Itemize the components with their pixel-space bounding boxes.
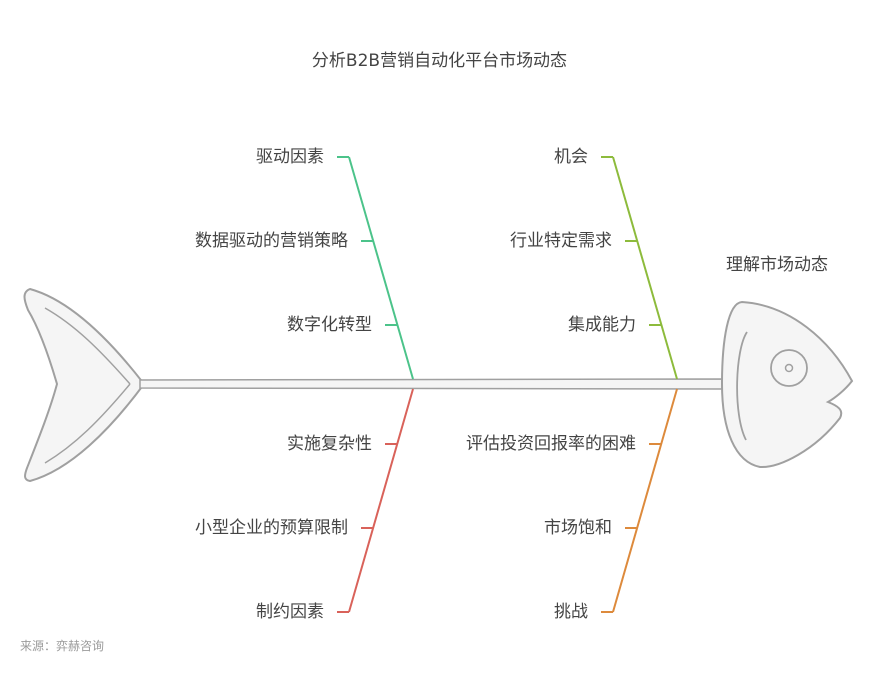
challenges-label: 挑战 (554, 602, 588, 622)
diagram-title: 分析B2B营销自动化平台市场动态 (311, 51, 568, 71)
drivers-item-1: 数据驱动的营销策略 (195, 231, 348, 251)
constraints-item-2: 小型企业的预算限制 (195, 518, 348, 538)
opportunities-item-1: 行业特定需求 (510, 231, 612, 251)
constraints-label: 制约因素 (256, 602, 324, 622)
source-note: 来源：弈赫咨询 (20, 639, 105, 653)
head-label: 理解市场动态 (726, 255, 828, 275)
challenges-item-2: 市场饱和 (544, 518, 612, 538)
opportunities-label: 机会 (554, 147, 588, 167)
fish-tail-inner (44, 307, 131, 464)
drivers-item-2: 数字化转型 (287, 315, 372, 335)
fish-spine (139, 378, 723, 390)
challenges-item-1: 评估投资回报率的困难 (466, 434, 636, 454)
fish-eye-inner (784, 363, 794, 373)
constraints-item-1: 实施复杂性 (287, 434, 372, 454)
bone-challenges (612, 388, 678, 613)
bone-opportunities (612, 156, 678, 380)
opportunities-item-2: 集成能力 (568, 315, 636, 335)
fish-gill (736, 331, 748, 441)
drivers-label: 驱动因素 (256, 147, 324, 167)
fish-tail (23, 287, 146, 483)
bone-drivers (348, 156, 414, 380)
fish-bones (337, 156, 678, 613)
bone-constraints (348, 388, 414, 613)
